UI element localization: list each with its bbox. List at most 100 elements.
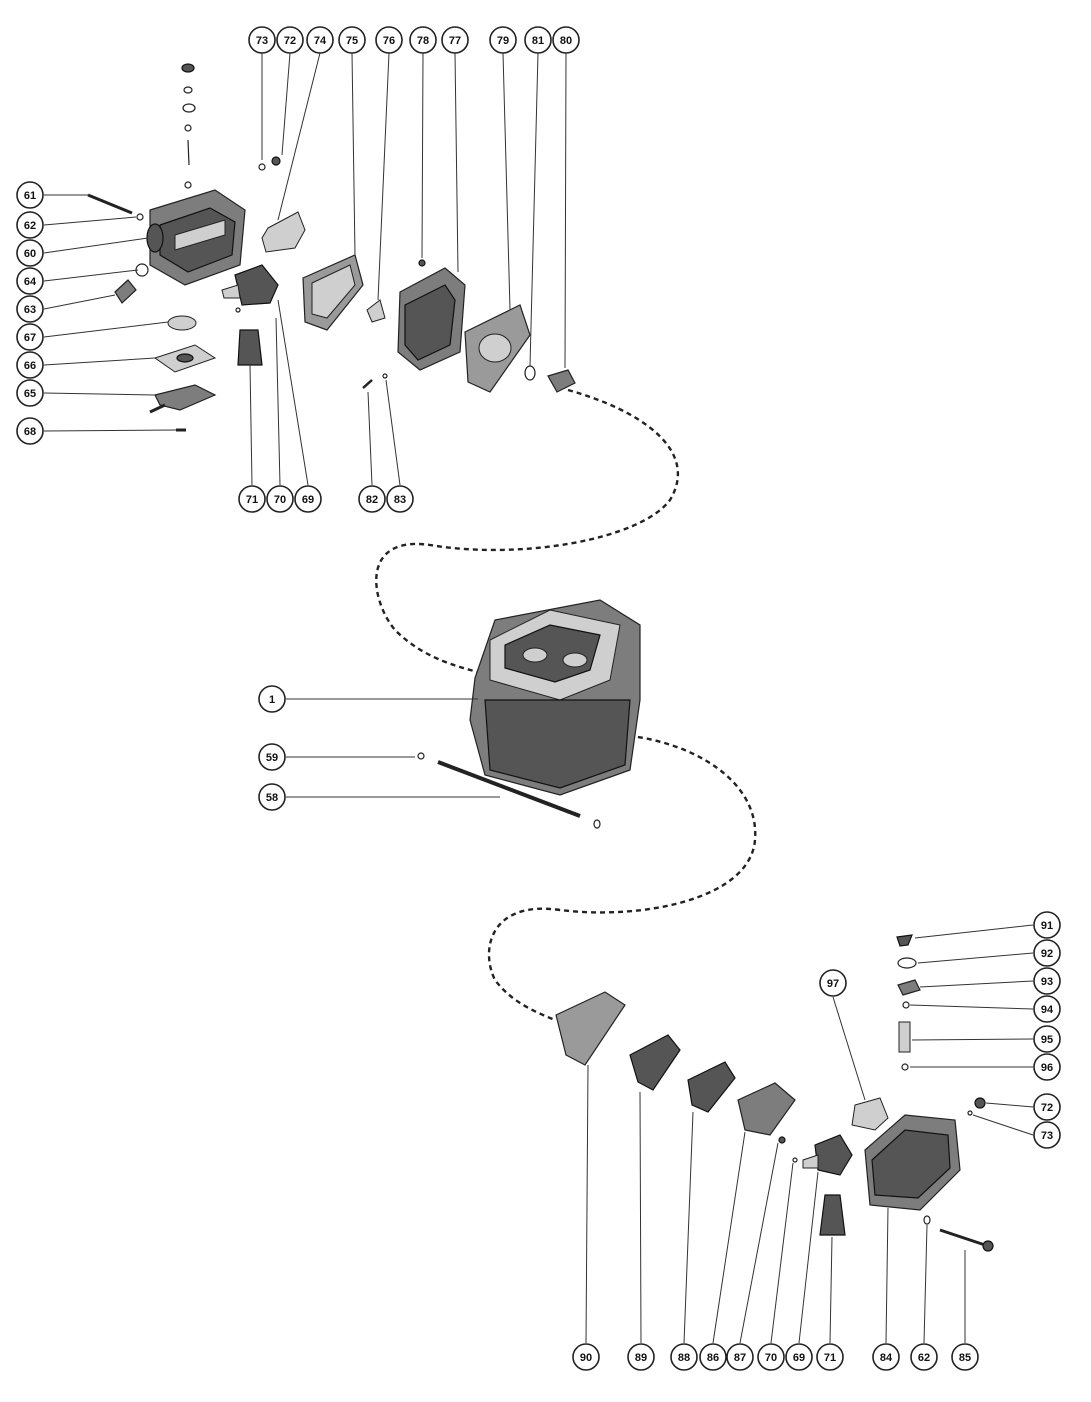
callout-circle [248,26,276,54]
callout-number: 76 [383,35,395,47]
part-69-float-lower [814,1134,853,1176]
part-71-spring [237,329,263,366]
callout-60: 60 [16,239,44,267]
callout-66: 66 [16,351,44,379]
callout-number: 62 [918,1352,930,1364]
callout-circle [627,1343,655,1371]
callout-number: 63 [24,304,36,316]
callout-number: 62 [24,220,36,232]
callout-number: 90 [580,1352,592,1364]
callout-72: 72 [276,26,304,54]
callout-number: 87 [734,1352,746,1364]
callout-number: 95 [1041,1034,1053,1046]
callout-79: 79 [489,26,517,54]
callout-number: 80 [560,35,572,47]
callout-circle [16,379,44,407]
callout-number: 58 [266,792,278,804]
callout-69: 69 [785,1343,813,1371]
part-89-plate [629,1034,681,1091]
part-71-spring-lower [819,1194,846,1236]
callout-circle [726,1343,754,1371]
callout-number: 72 [1041,1102,1053,1114]
callout-85: 85 [951,1343,979,1371]
callout-circle [670,1343,698,1371]
callout-circle [872,1343,900,1371]
part-58-tube [437,760,581,818]
callout-number: 82 [366,494,378,506]
callout-61: 61 [16,181,44,209]
callout-circle [489,26,517,54]
callout-circle [524,26,552,54]
callout-circle [1033,939,1061,967]
callout-circle [276,26,304,54]
callout-circle [1033,995,1061,1023]
callout-number: 72 [284,35,296,47]
callout-circle [294,485,322,513]
part-1-carburetor-body [469,599,641,796]
part-74-baffle [261,211,306,253]
callout-circle [306,26,334,54]
callout-circle [951,1343,979,1371]
callout-number: 68 [24,426,36,438]
callout-circle [258,743,286,771]
callout-72: 72 [1033,1093,1061,1121]
callout-circle [16,211,44,239]
callout-number: 69 [793,1352,805,1364]
callout-number: 70 [274,494,286,506]
callout-circle [1033,1025,1061,1053]
callout-circle [16,239,44,267]
callout-circle [16,323,44,351]
callout-80: 80 [552,26,580,54]
callout-circle [1033,1053,1061,1081]
callout-97: 97 [819,969,847,997]
callout-number: 92 [1041,948,1053,960]
part-70-pin [235,307,241,313]
callout-circle [1033,967,1061,995]
callout-62: 62 [16,211,44,239]
callout-92: 92 [1033,939,1061,967]
callout-circle [338,26,366,54]
callout-circle [1033,911,1061,939]
part-88-plate [687,1061,736,1113]
part-61-screw [87,193,133,215]
callout-number: 69 [302,494,314,506]
callout-96: 96 [1033,1053,1061,1081]
callout-circle [238,485,266,513]
part-96-oring [901,1063,909,1071]
callout-70: 70 [757,1343,785,1371]
part-95-needle [898,1021,911,1053]
part-62-oring [136,213,144,221]
callout-number: 73 [256,35,268,47]
callout-number: 77 [449,35,461,47]
callout-number: 1 [269,694,275,706]
callout-number: 86 [707,1352,719,1364]
callout-73: 73 [248,26,276,54]
callout-71: 71 [816,1343,844,1371]
part-60-fuel-bowl [146,189,246,286]
callout-82: 82 [358,485,386,513]
callout-circle [358,485,386,513]
callout-88: 88 [670,1343,698,1371]
upper-fitting-stack [181,63,196,189]
callout-number: 85 [959,1352,971,1364]
callout-circle [1033,1093,1061,1121]
callout-circle [16,295,44,323]
part-67-cup [167,315,197,331]
callout-circle [910,1343,938,1371]
callout-83: 83 [386,485,414,513]
part-86-metering-block [737,1082,796,1136]
callout-circle [16,417,44,445]
callout-number: 73 [1041,1130,1053,1142]
callout-number: 65 [24,388,36,400]
part-97-baffle [851,1097,889,1131]
callout-62: 62 [910,1343,938,1371]
callout-circle [552,26,580,54]
callout-number: 66 [24,360,36,372]
callout-74: 74 [306,26,334,54]
callout-circle [409,26,437,54]
callout-91: 91 [1033,911,1061,939]
callout-86: 86 [699,1343,727,1371]
callout-90: 90 [572,1343,600,1371]
callout-circle [258,783,286,811]
